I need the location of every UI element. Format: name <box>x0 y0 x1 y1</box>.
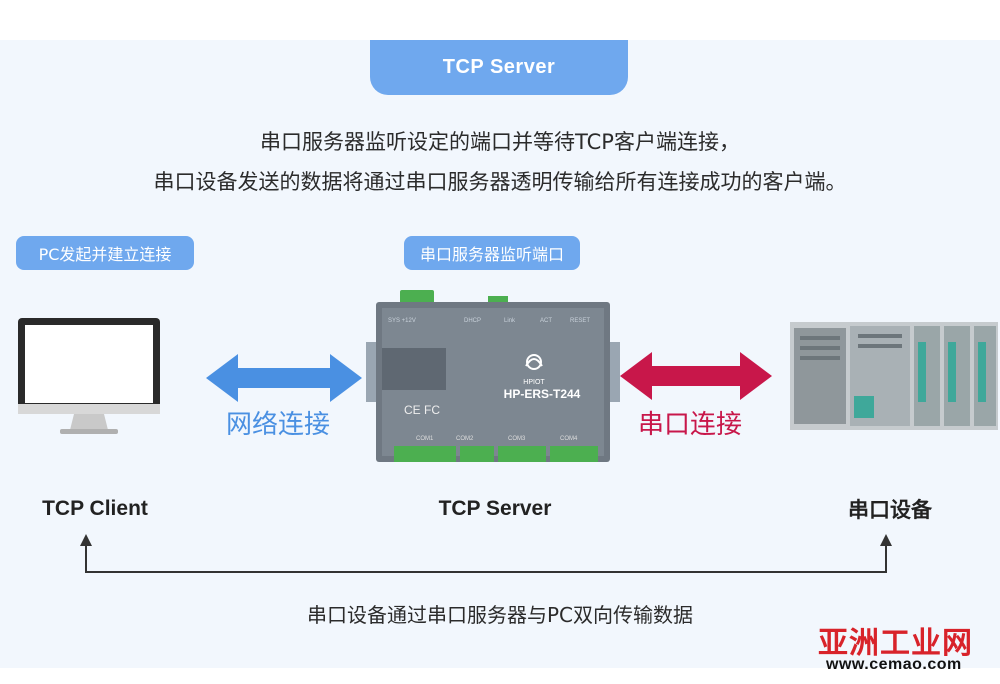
network-connection-label: 网络连接 <box>226 410 331 440</box>
page-title: TCP Server <box>370 40 628 95</box>
bidirectional-bracket-line <box>80 534 892 573</box>
description-line-1: 串口服务器监听设定的端口并等待TCP客户端连接， <box>260 130 740 154</box>
description-line-2: 串口设备发送的数据将通过串口服务器透明传输给所有连接成功的客户端。 <box>153 170 847 194</box>
svg-text:DHCP: DHCP <box>464 318 481 324</box>
svg-text:Link: Link <box>504 318 516 324</box>
pill-pc-initiates: PC发起并建立连接 <box>16 236 194 270</box>
watermark-url: www.cemao.com <box>826 656 962 673</box>
device-brand: HPIOT <box>523 379 545 386</box>
serial-connection-label: 串口连接 <box>638 410 743 440</box>
network-connection-arrow <box>206 354 362 402</box>
computer-monitor-icon <box>18 318 160 434</box>
svg-text:SYS +12V: SYS +12V <box>388 318 416 324</box>
watermark-logo: 亚洲工业网 <box>818 626 973 661</box>
device-model: HP-ERS-T244 <box>504 387 581 401</box>
pill-server-listens: 串口服务器监听端口 <box>404 236 580 270</box>
svg-text:CE: CE <box>404 403 421 417</box>
plc-device <box>790 322 998 430</box>
serial-connection-arrow <box>620 352 772 400</box>
node-label-serial-device: 串口设备 <box>848 498 932 522</box>
footer-description: 串口设备通过串口服务器与PC双向传输数据 <box>306 603 694 627</box>
node-label-tcp-client: TCP Client <box>42 497 148 520</box>
svg-text:RESET: RESET <box>570 318 590 324</box>
port-label-com2: COM2 <box>456 436 474 442</box>
node-label-tcp-server: TCP Server <box>438 497 552 520</box>
port-label-com1: COM1 <box>416 436 434 442</box>
svg-text:ACT: ACT <box>540 318 552 324</box>
port-label-com4: COM4 <box>560 436 578 442</box>
svg-text:FC: FC <box>424 403 440 417</box>
serial-server-device: SYS +12V DHCP Link ACT RESET HPIOT HP-ER… <box>366 290 620 462</box>
port-label-com3: COM3 <box>508 436 526 442</box>
